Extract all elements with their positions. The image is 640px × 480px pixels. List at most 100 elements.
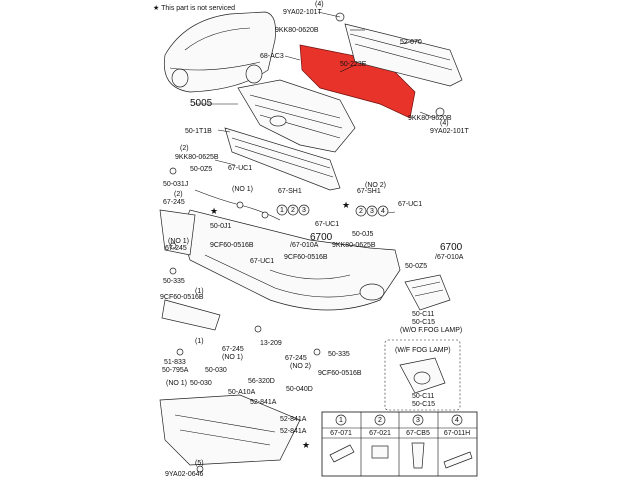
exploded-parts-diagram: ★ This part is not serviced [153, 1, 478, 478]
label-50-030-a: 50-030 [205, 367, 227, 374]
callout-group-right: 2 3 4 [355, 205, 389, 217]
side-bracket-left[interactable] [159, 209, 221, 331]
label-9kk80-0625b-l: 9KK80-0625B [175, 154, 219, 161]
label-50-335-a: 50-335 [163, 278, 185, 285]
clip-part-1-icon [329, 444, 355, 463]
legend-table: 1 2 3 4 67-071 67-021 67-CB5 67-011H [321, 411, 478, 477]
label-9cf60-0516b-a: 9CF60-0516B [210, 242, 254, 249]
label-67-245-a: 67-245 [163, 199, 185, 206]
not-serviced-star-1: ★ [210, 206, 218, 216]
legend-header-1: 1 [339, 417, 343, 424]
callout-circle-2b: 2 [359, 208, 363, 215]
label-6700-b: 6700 [440, 242, 463, 253]
label-no2-b: (NO 2) [290, 363, 311, 370]
label-67-uc1-b: 67-UC1 [398, 201, 422, 208]
label-no1-b: (NO 1) [168, 238, 189, 245]
part-labels: (4) 9YA02-101T 9KK80-0620B 52-070 68-AC3… [160, 1, 470, 478]
label-9cf60-0516b-d: 9CF60-0516B [318, 370, 362, 377]
label-50-0z5-a: 50-0Z5 [190, 166, 212, 173]
label-67-245-d: 67-245 [285, 355, 307, 362]
label-1-a: (1) [195, 288, 204, 295]
label-52-841a-c: 52-841A [280, 428, 307, 435]
callout-circle-1: 1 [280, 207, 284, 214]
callout-circle-4b: 4 [381, 208, 385, 215]
callout-group-left: 1 2 3 [276, 204, 310, 216]
label-4-top: (4) [315, 1, 324, 8]
label-50-223e: 50-223E [340, 61, 367, 68]
clip-part-4-icon [443, 451, 473, 469]
label-9kk80-0620b-r: 9KK80-0620B [408, 115, 452, 122]
label-50-0j5: 50-0J5 [352, 231, 374, 238]
label-9kk80-0625b-r: 9KK80-0625B [332, 242, 376, 249]
label-9cf60-0516b-c: 9CF60-0516B [160, 294, 204, 301]
fog-lamp-cover-with[interactable] [399, 357, 446, 394]
label-2-a: (2) [180, 145, 189, 152]
bumper-reinforcement[interactable] [299, 23, 463, 119]
label-6700-a: 6700 [310, 232, 333, 243]
legend-header-4: 4 [455, 417, 459, 424]
fog-lamp-option-box [384, 339, 461, 411]
legend-part-3: 67-CB5 [406, 430, 430, 437]
label-50-040d: 50-040D [286, 386, 313, 393]
label-no1-a: (NO 1) [232, 186, 253, 193]
lower-grille-strip[interactable] [224, 127, 341, 191]
header-note: ★ This part is not serviced [153, 4, 235, 12]
label-50-c15-a: 50-C15 [412, 319, 435, 326]
label-51-833: 51-833 [164, 359, 186, 366]
clip-part-3-icon [411, 442, 425, 469]
label-no2-a: (NO 2) [365, 182, 386, 189]
label-67-uc1-a: 67-UC1 [228, 165, 252, 172]
label-67-sh1-b: 67-SH1 [357, 188, 381, 195]
legend-header-3: 3 [416, 417, 420, 424]
label-67-245-b: 67-245 [165, 245, 187, 252]
callout-circle-3b: 3 [370, 208, 374, 215]
label-50-c11-a: 50-C11 [412, 311, 435, 318]
label-wo-fog: (W/O F.FOG LAMP) [400, 327, 462, 334]
label-13-209: 13-209 [260, 340, 282, 347]
legend-part-2: 67-021 [369, 430, 391, 437]
car-thumbnail [163, 11, 276, 93]
parts-diagram-frame: ★ This part is not serviced [150, 0, 480, 480]
fog-lamp-cover-without[interactable] [404, 274, 451, 311]
label-50-030-b: 50-030 [190, 380, 212, 387]
label-50-0z5-b: 50-0Z5 [405, 263, 427, 270]
label-50-c15-b: 50-C15 [412, 401, 435, 408]
label-9ya02-101t-r: 9YA02-101T [430, 128, 470, 135]
label-52-841a-a: 52-841A [250, 399, 277, 406]
emblem-icon [269, 115, 287, 127]
label-68-ac3: 68-AC3 [260, 53, 284, 60]
label-w-fog: (W/F FOG LAMP) [395, 347, 451, 354]
callout-circle-3: 3 [302, 207, 306, 214]
front-bumper-cover[interactable] [184, 209, 401, 311]
clip-part-2-icon [371, 445, 389, 459]
label-52-841a-b: 52-841A [280, 416, 307, 423]
label-1-b: (1) [195, 338, 204, 345]
label-5-a: (5) [195, 460, 204, 467]
label-50-795a: 50-795A [162, 367, 189, 374]
legend-part-1: 67-071 [330, 430, 352, 437]
label-5005: 5005 [190, 98, 213, 109]
label-52-070: 52-070 [400, 39, 422, 46]
label-9ya02-101t-top: 9YA02-101T [283, 9, 323, 16]
label-50-031j: 50-031J [163, 181, 188, 188]
legend-header-2: 2 [378, 417, 382, 424]
front-grille[interactable] [237, 79, 356, 153]
label-50-1t1b: 50-1T1B [185, 128, 212, 135]
label-9ya02-0646: 9YA02-0646 [165, 471, 204, 478]
label-9kk80-0620b-top: 9KK80-0620B [275, 27, 319, 34]
label-no1-c: (NO 1) [222, 354, 243, 361]
label-67-010a-a: /67-010A [290, 242, 319, 249]
engine-under-cover[interactable] [159, 394, 301, 466]
not-serviced-star-2: ★ [302, 440, 310, 450]
label-67-sh1-a: 67-SH1 [278, 188, 302, 195]
not-serviced-star-3: ★ [342, 200, 350, 210]
label-2-b: (2) [174, 191, 183, 198]
label-67-uc1-c: 67-UC1 [315, 221, 339, 228]
label-67-245-c: 67-245 [222, 346, 244, 353]
callout-circle-2: 2 [291, 207, 295, 214]
label-67-010a-b: /67-010A [435, 254, 464, 261]
label-50-0j1: 50-0J1 [210, 223, 232, 230]
label-50-335-b: 50-335 [328, 351, 350, 358]
label-4-r: (4) [440, 120, 449, 127]
label-56-320d: 56-320D [248, 378, 275, 385]
